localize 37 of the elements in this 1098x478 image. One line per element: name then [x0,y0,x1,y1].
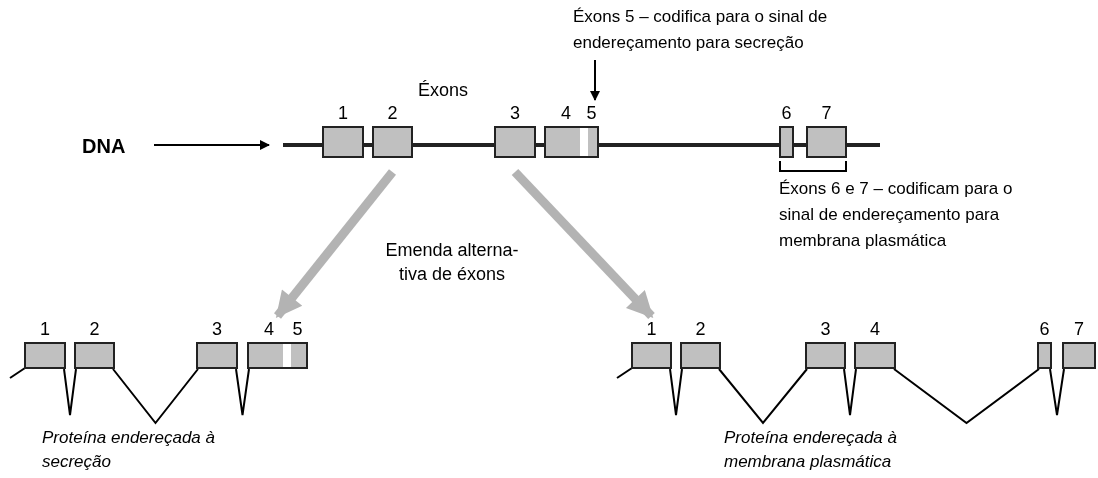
dna-label: DNA [82,134,126,159]
splice-line [63,368,77,416]
splice-line [669,368,683,416]
arrow [590,59,600,101]
exons-heading: Éxons [418,79,470,102]
exon-number: 4 [561,102,571,124]
exon-number: 6 [1039,318,1050,340]
splice-line [1049,368,1065,416]
splice-line [718,368,808,425]
arrow [153,140,270,150]
arrow [511,168,655,320]
splice-line [112,368,199,425]
exon-number: 7 [821,102,832,124]
protein-caption: Proteína endereçada à membrana plasmática [724,427,898,473]
annotation-text: Éxons 6 e 7 – codificam para o sinal de endereçamento para membrana plasmática [779,178,1014,252]
exon-number: 3 [820,318,831,340]
exon-number: 7 [1074,318,1084,340]
exon-number: 4 [870,318,880,340]
exon-number: 2 [89,318,100,340]
splice-line [235,368,250,416]
exon-number: 3 [212,318,222,340]
arrow [274,169,396,319]
exon-number: 5 [586,102,597,124]
exon-number: 2 [387,102,398,124]
exon-number: 2 [695,318,706,340]
exon-number: 1 [646,318,657,340]
annotation-text: Éxons 5 – codifica para o sinal de endereçamento para secreção [573,6,829,54]
exon-number: 3 [510,102,520,124]
exon-number: 5 [292,318,303,340]
exon-number: 4 [264,318,274,340]
exon-number: 1 [338,102,348,124]
protein-caption: Proteína endereçada à secreção [42,427,216,473]
exon-number: 1 [40,318,50,340]
splice-line [843,368,857,416]
exon-number: 6 [781,102,792,124]
splicing-label: Emenda alterna- tiva de éxons [384,239,520,286]
splice-line [893,368,1040,425]
